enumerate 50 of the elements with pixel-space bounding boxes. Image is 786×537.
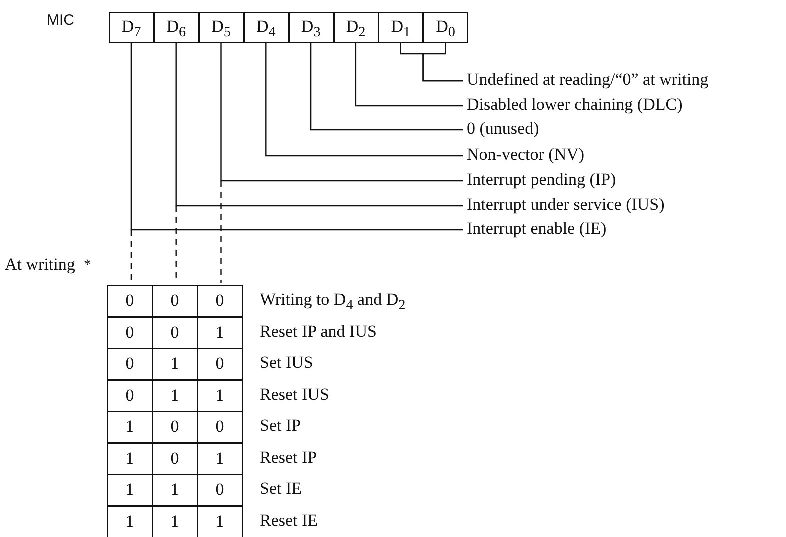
leader-line [130,43,463,231]
register-bit-cell: D$_{2}$ [334,12,378,43]
table-heading: At writing [5,255,76,275]
bit-description: Non-vector (NV) [467,145,585,165]
table-cell: 1 [197,506,243,537]
leader-line [355,43,463,107]
table-cell: 1 [107,442,153,474]
bit-description: Undefined at reading/“0” at writing [467,70,709,90]
register-bit-cell: D$_{4}$ [244,12,289,43]
action-text: Reset IP and IUS [260,322,377,342]
action-text: Set IE [260,479,302,499]
bit-description: Disabled lower chaining (DLC) [467,95,683,115]
leader-line [310,43,463,131]
leader-line [176,43,463,207]
register-bit-cell: D$_{5}$ [198,12,244,43]
bit-description: Interrupt enable (IE) [467,219,607,239]
register-bit-cell: D$_{3}$ [288,12,334,43]
table-cell: 0 [197,411,243,443]
table-cell: 0 [107,348,153,380]
bit-description: 0 (unused) [467,119,540,139]
leader-line [422,43,463,82]
table-cell: 0 [107,316,153,348]
action-text: Reset IE [260,510,318,530]
table-cell: 0 [197,348,243,380]
bit-description: Interrupt under service (IUS) [467,195,665,215]
table-cell: 0 [107,380,153,412]
leader-line [266,43,463,157]
table-cell: 1 [107,506,153,537]
table-cell: 1 [197,316,243,348]
register-bit-cell: D$_{1}$ [378,12,424,43]
register-bit-cell: D$_{0}$ [423,12,468,43]
table-cell: 1 [197,380,243,412]
action-text: Set IUS [260,353,314,373]
table-cell: 1 [107,411,153,443]
register-name: MIC [47,12,74,30]
footnote-mark: * [84,257,91,275]
register-bit-cell: D$_{6}$ [154,12,199,43]
leader-line [220,43,463,182]
table-cell: 1 [107,474,153,506]
table-cell: 0 [152,285,198,317]
action-text: Set IP [260,416,302,436]
table-cell: 1 [197,442,243,474]
table-cell: 0 [197,474,243,506]
table-cell: 0 [107,285,153,317]
action-text: Writing to D$_{4}$ and D$_{2}$ [260,290,406,316]
bit-description: Interrupt pending (IP) [467,170,616,190]
table-cell: 0 [197,285,243,317]
register-bit-cell: D$_{7}$ [109,12,154,43]
action-text: Reset IP [260,448,318,468]
action-text: Reset IUS [260,384,330,404]
